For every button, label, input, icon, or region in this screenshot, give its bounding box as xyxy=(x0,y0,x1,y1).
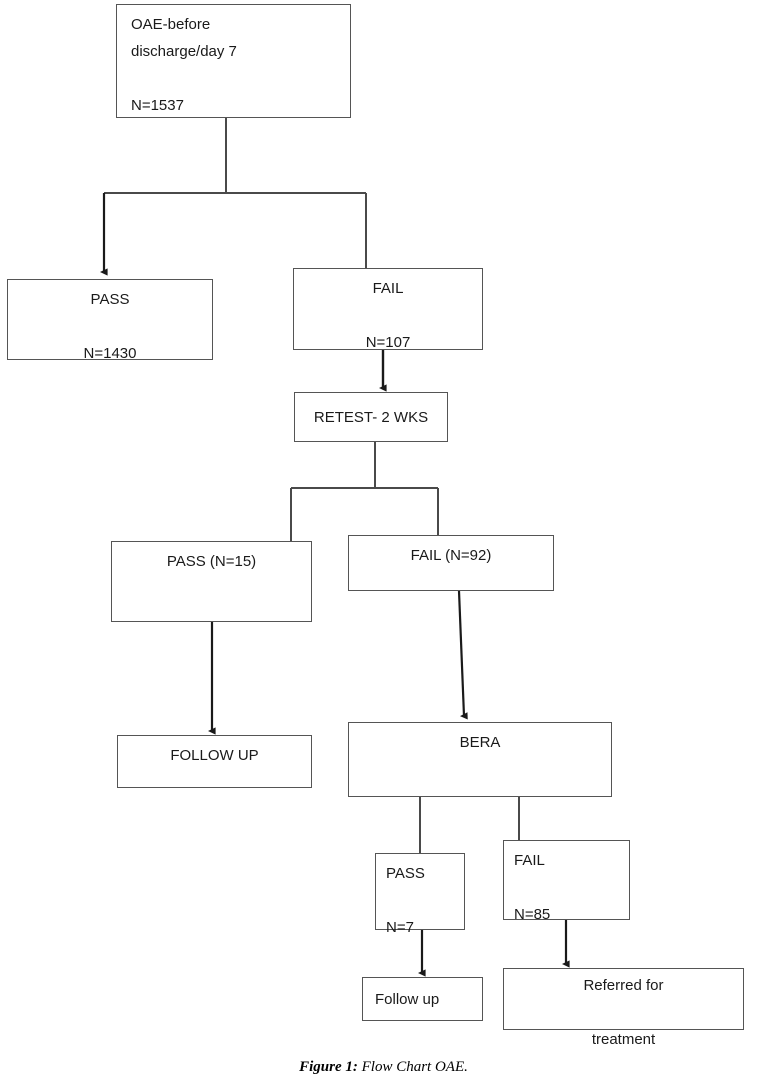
node-line: N=107 xyxy=(365,334,411,351)
node-line: FOLLOW UP xyxy=(170,747,259,764)
node-line: PASS (N=15) xyxy=(166,553,257,570)
node-line: treatment xyxy=(591,1031,656,1048)
node-line: BERA xyxy=(459,734,501,751)
node-line: PASS xyxy=(386,865,425,882)
node-retest: RETEST- 2 WKS xyxy=(294,392,448,442)
node-followup-retest-pass: FOLLOW UP xyxy=(117,735,312,788)
node-line xyxy=(514,874,615,901)
node-bera: BERA xyxy=(348,722,612,797)
node-line: Referred for xyxy=(583,977,664,994)
node-line: FAIL (N=92) xyxy=(410,547,492,564)
node-line: N=85 xyxy=(514,906,551,923)
node-line: FAIL xyxy=(372,280,404,297)
node-pass-initial: PASS N=1430 xyxy=(7,279,213,362)
node-line xyxy=(504,999,743,1026)
node-line: Follow up xyxy=(375,990,440,1008)
node-followup-bera-pass: Follow up xyxy=(362,977,483,1021)
node-line: N=7 xyxy=(386,919,414,936)
node-line xyxy=(8,313,212,340)
figure-caption: Figure 1: Flow Chart OAE. xyxy=(0,1059,767,1076)
node-line: FAIL xyxy=(514,852,545,869)
node-fail-initial: FAIL N=107 xyxy=(293,268,483,351)
node-line xyxy=(386,887,450,914)
node-line: discharge/day 7 xyxy=(131,43,237,60)
node-line: RETEST- 2 WKS xyxy=(313,408,429,426)
edge-fail2-to-bera xyxy=(457,590,468,720)
figure-caption-label: Figure 1: xyxy=(299,1059,358,1075)
node-pass-retest: PASS (N=15) xyxy=(111,541,312,622)
node-oae-screening: OAE-before discharge/day 7 N=1537 xyxy=(116,4,351,118)
node-line: N=1430 xyxy=(83,345,137,362)
node-fail-retest: FAIL (N=92) xyxy=(348,535,554,591)
node-pass-bera: PASS N=7 xyxy=(375,853,465,936)
node-line xyxy=(294,302,482,329)
node-line: PASS xyxy=(90,291,130,308)
figure-caption-text: Flow Chart OAE. xyxy=(361,1059,468,1075)
node-referred-treatment: Referred for treatment xyxy=(503,968,744,1048)
node-line: N=1537 xyxy=(131,97,184,114)
node-line: OAE-before xyxy=(131,16,211,33)
node-fail-bera: FAIL N=85 xyxy=(503,840,630,923)
node-line xyxy=(131,65,336,92)
